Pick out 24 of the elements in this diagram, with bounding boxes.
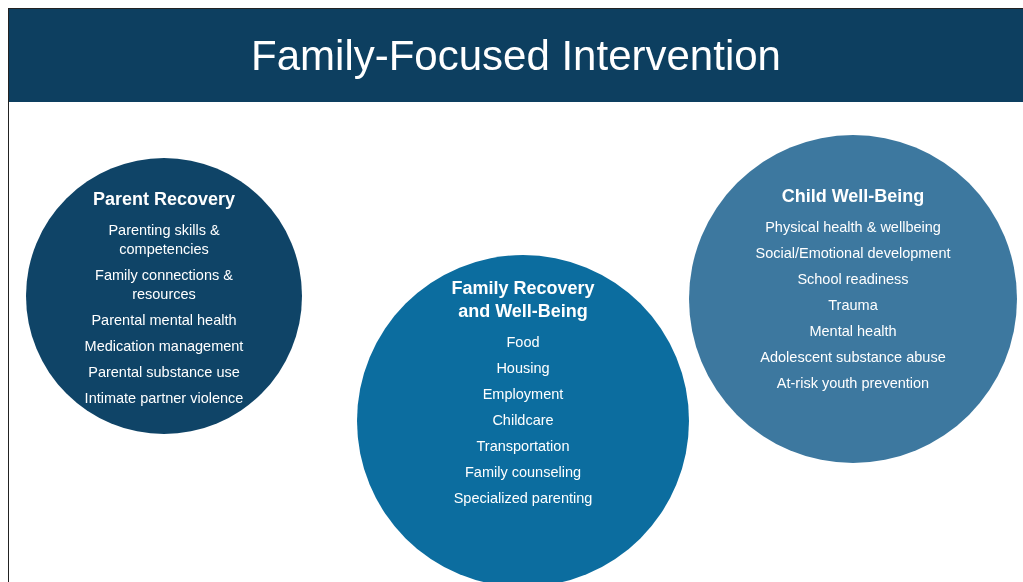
circle-heading: Family Recovery and Well-Being bbox=[450, 277, 596, 323]
list-item: Transportation bbox=[476, 437, 570, 456]
list-item: Employment bbox=[482, 385, 564, 404]
list-item: Family counseling bbox=[464, 463, 582, 482]
title: Family-Focused Intervention bbox=[251, 31, 781, 80]
list-item: School readiness bbox=[797, 270, 909, 289]
list-item: Specialized parenting bbox=[453, 489, 593, 508]
circle-heading: Parent Recovery bbox=[92, 188, 236, 211]
list-item: Food bbox=[506, 333, 540, 352]
list-item: Parental substance use bbox=[88, 363, 240, 382]
list-item: Parenting skills & competencies bbox=[107, 221, 221, 259]
list-item: Trauma bbox=[828, 296, 878, 315]
list-item: Physical health & wellbeing bbox=[765, 218, 941, 237]
list-item: Parental mental health bbox=[91, 311, 237, 330]
list-item: Family connections & resources bbox=[94, 266, 234, 304]
list-item: Social/Emotional development bbox=[755, 244, 951, 263]
list-item: Medication management bbox=[84, 337, 244, 356]
list-item: Intimate partner violence bbox=[84, 389, 244, 408]
list-item: Childcare bbox=[492, 411, 554, 430]
circle-heading: Child Well-Being bbox=[781, 185, 925, 208]
list-item: Housing bbox=[496, 359, 550, 378]
list-item: Mental health bbox=[809, 322, 897, 341]
list-item: At-risk youth prevention bbox=[776, 374, 930, 393]
list-item: Adolescent substance abuse bbox=[760, 348, 946, 367]
